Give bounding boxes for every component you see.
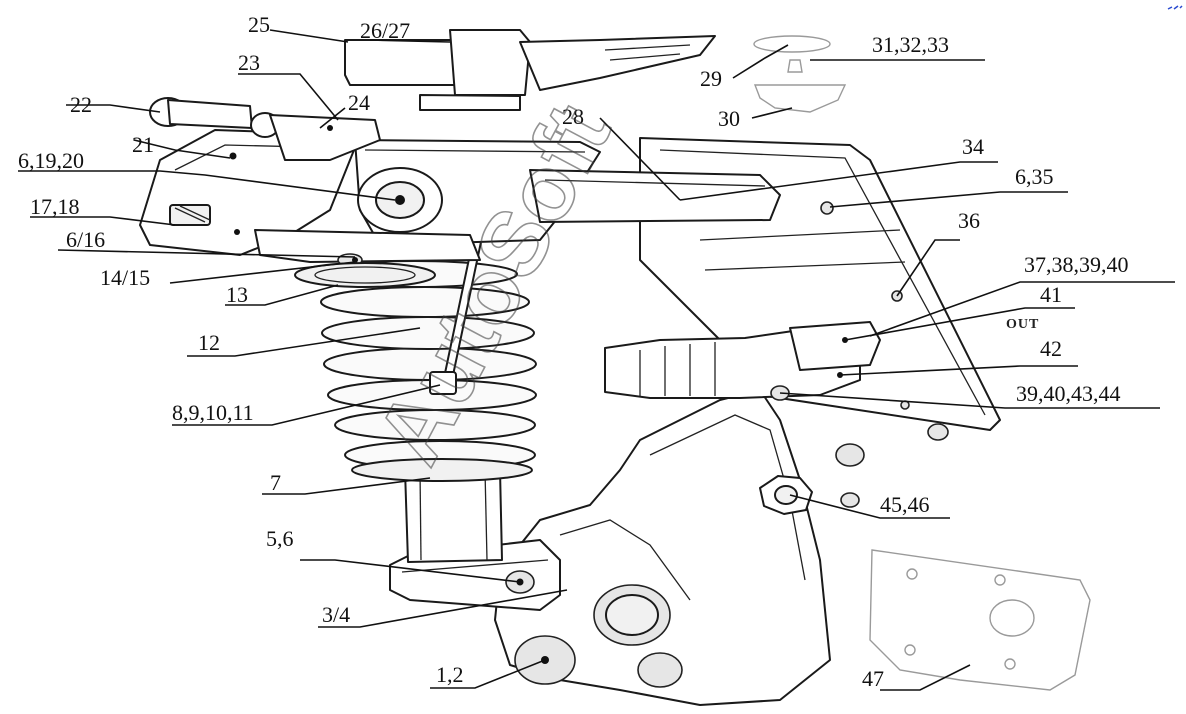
label-26-27: 26/27 [360, 18, 410, 43]
label-1-2: 1,2 [436, 662, 464, 687]
label-6-19-20: 6,19,20 [18, 148, 84, 173]
output-switch [604, 321, 881, 401]
corner-mark [1167, 5, 1183, 10]
label-30: 30 [718, 106, 740, 131]
label-29: 29 [700, 66, 722, 91]
label-17-18: 17,18 [30, 194, 80, 219]
label-34: 34 [962, 134, 984, 159]
bumper-cap [753, 35, 847, 113]
nut-bolt [759, 475, 813, 515]
label-3-4: 3/4 [322, 602, 350, 627]
label-12: 12 [198, 330, 220, 355]
label-6-35: 6,35 [1015, 164, 1054, 189]
label-39-40-43-44: 39,40,43,44 [1016, 381, 1121, 406]
lower-plate [254, 229, 481, 267]
label-6-16: 6/16 [66, 227, 105, 252]
mounting-plate [869, 549, 1091, 691]
label-23: 23 [238, 50, 260, 75]
damper-body [404, 469, 503, 563]
pulley [357, 167, 443, 233]
pin-and-link [149, 97, 381, 161]
label-14-15: 14/15 [100, 265, 150, 290]
spring-seat [294, 262, 436, 288]
label-42: 42 [1040, 336, 1062, 361]
leader-lines [18, 29, 1175, 691]
label-5-6: 5,6 [266, 526, 294, 551]
label-21: 21 [132, 132, 154, 157]
label-47: 47 [862, 666, 884, 691]
label-41: 41 [1040, 282, 1062, 307]
label-8-9-10-11: 8,9,10,11 [172, 400, 254, 425]
label-36: 36 [958, 208, 980, 233]
top-switch [344, 29, 716, 111]
label-24: 24 [348, 90, 370, 115]
pedal-arm [494, 389, 949, 706]
label-7: 7 [270, 470, 281, 495]
part-labels: 25 26/27 23 22 24 21 6,19,20 17,18 6/16 … [18, 12, 1129, 691]
label-28: 28 [562, 104, 584, 129]
label-31-32-33: 31,32,33 [872, 32, 949, 57]
mechanism-drawing [139, 29, 1091, 706]
label-25: 25 [248, 12, 270, 37]
out-marking: OUT [1006, 317, 1039, 332]
label-13: 13 [226, 282, 248, 307]
label-37-38-39-40: 37,38,39,40 [1024, 252, 1129, 277]
label-22: 22 [70, 92, 92, 117]
label-45-46: 45,46 [880, 492, 930, 517]
